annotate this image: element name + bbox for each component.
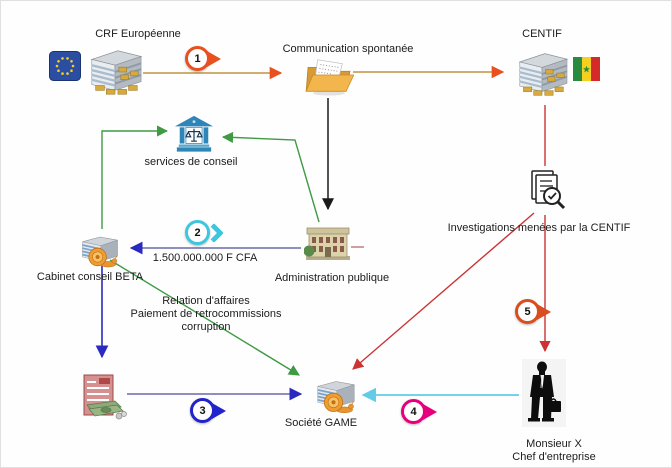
arrow-tip-icon <box>212 402 226 419</box>
game-office-snail-icon <box>311 373 361 415</box>
relation-line-2: Paiement de retrocommissions <box>130 308 282 320</box>
step-badge-4: 4 <box>401 399 437 424</box>
beta-label: Cabinet conseil BETA <box>36 271 144 283</box>
government-building-icon <box>303 223 352 261</box>
step-badge-2: 2 <box>185 220 224 245</box>
relation-label: Relation d'affaires Paiement de retrocom… <box>130 295 281 334</box>
amount-label: 1.500.000.000 F CFA <box>152 252 258 264</box>
investigation-document-icon <box>525 169 569 213</box>
step-number-2: 2 <box>194 226 201 239</box>
monsieurx-label: Monsieur X Chef d'entreprise <box>512 438 595 464</box>
edge-beta-to-services <box>101 125 169 229</box>
arrow-tip-icon <box>423 403 437 420</box>
crf-label: CRF Européenne <box>95 28 181 40</box>
money-ledger-icon <box>77 373 133 421</box>
monsieurx-role: Chef d'entreprise <box>512 451 596 463</box>
step-badge-1: 1 <box>185 46 221 71</box>
game-label: Société GAME <box>284 417 358 429</box>
arrow-tip-icon <box>537 303 551 320</box>
eu-flag-icon <box>49 51 81 81</box>
services-label: services de conseil <box>144 156 238 168</box>
monsieurx-name: Monsieur X <box>526 438 582 450</box>
relation-line-1: Relation d'affaires <box>162 295 250 307</box>
administration-label: Administration publique <box>274 272 390 284</box>
edge-beta-to-game <box>109 259 300 376</box>
arrow-tip-icon <box>207 50 221 67</box>
step-number-3: 3 <box>199 404 206 417</box>
edge-administration-to-services <box>221 131 320 223</box>
folder-documents-icon <box>304 56 355 96</box>
senegal-flag-icon <box>573 57 600 81</box>
crf-bank-building-icon <box>86 45 144 99</box>
beta-office-snail-icon <box>76 229 124 269</box>
courthouse-scales-icon <box>173 114 215 154</box>
businessman-silhouette-icon <box>522 359 566 427</box>
step-number-5: 5 <box>524 305 531 318</box>
edge-investigations-to-game <box>352 212 535 370</box>
step-number-1: 1 <box>194 52 201 65</box>
investigations-label: Investigations menées par la CENTIF <box>447 222 631 234</box>
relation-line-3: corruption <box>181 321 231 333</box>
centif-label: CENTIF <box>522 28 562 40</box>
step-badge-5: 5 <box>515 299 551 324</box>
centif-bank-building-icon <box>513 49 571 99</box>
communication-label: Communication spontanée <box>282 43 414 55</box>
step-number-4: 4 <box>410 405 417 418</box>
step-badge-3: 3 <box>190 398 226 423</box>
